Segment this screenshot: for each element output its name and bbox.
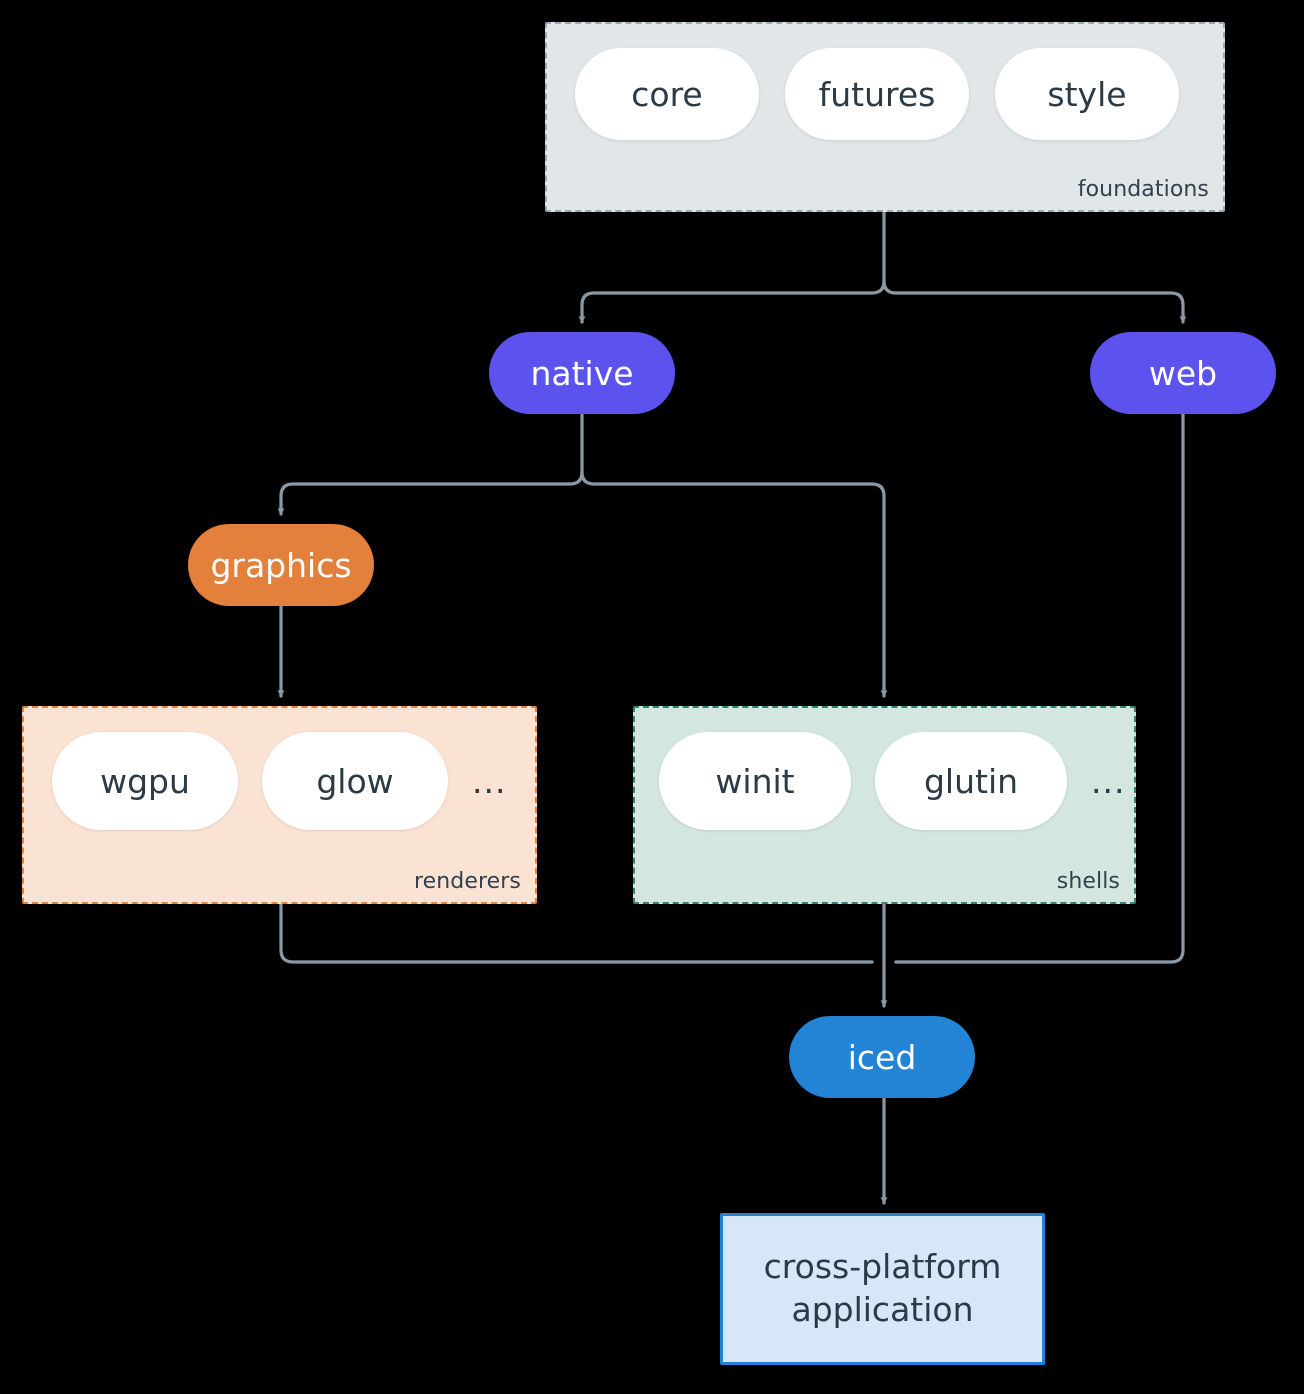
node-native[interactable]: native <box>489 332 675 414</box>
leaf-core[interactable]: core <box>575 48 759 140</box>
leaf-wgpu[interactable]: wgpu <box>52 732 238 830</box>
edge-native-to-graphics <box>277 470 584 516</box>
group-label-foundations: foundations <box>1077 177 1209 202</box>
node-iced[interactable]: iced <box>789 1016 975 1098</box>
renderers-more-ellipsis: ... <box>472 761 507 801</box>
leaf-glutin[interactable]: glutin <box>875 732 1067 830</box>
group-foundations: core futures style foundations <box>545 22 1225 212</box>
edge-native-to-shells <box>580 470 888 698</box>
application-line-1: cross-platform <box>763 1247 1002 1287</box>
renderers-items: wgpu glow ... <box>52 732 506 830</box>
edge-renderers-to-merge <box>279 902 874 964</box>
shells-items: winit glutin ... <box>659 732 1125 830</box>
shells-more-ellipsis: ... <box>1091 761 1126 801</box>
node-web[interactable]: web <box>1090 332 1276 414</box>
leaf-futures[interactable]: futures <box>785 48 969 140</box>
group-shells: winit glutin ... shells <box>633 706 1136 904</box>
foundations-items: core futures style <box>575 48 1179 140</box>
edge-foundations-to-native <box>578 279 886 324</box>
edge-foundations-to-web <box>882 279 1187 324</box>
group-renderers: wgpu glow ... renderers <box>22 706 537 904</box>
leaf-style[interactable]: style <box>995 48 1179 140</box>
application-line-2: application <box>791 1290 974 1329</box>
group-label-shells: shells <box>1056 869 1120 894</box>
group-label-renderers: renderers <box>413 869 521 894</box>
leaf-winit[interactable]: winit <box>659 732 851 830</box>
node-graphics[interactable]: graphics <box>188 524 374 606</box>
leaf-glow[interactable]: glow <box>262 732 448 830</box>
node-cross-platform-application[interactable]: cross-platform application <box>720 1213 1045 1365</box>
